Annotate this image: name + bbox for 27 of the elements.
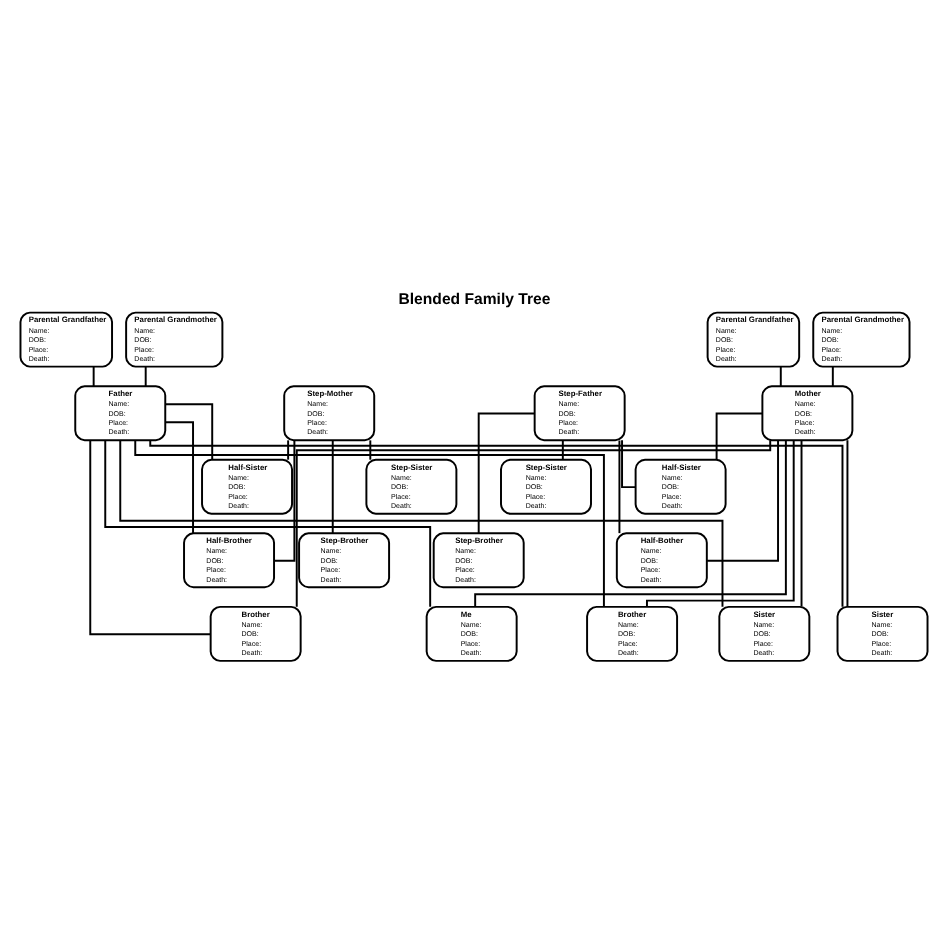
connector — [134, 438, 605, 607]
connector — [474, 438, 787, 607]
connector — [149, 438, 844, 607]
connector — [846, 438, 849, 607]
connector — [273, 438, 296, 561]
connector — [164, 420, 194, 533]
connector — [295, 438, 772, 607]
connector — [706, 438, 779, 561]
connector — [119, 438, 724, 607]
connector — [89, 438, 212, 635]
connector — [369, 438, 372, 460]
connector — [287, 438, 290, 460]
connector — [561, 438, 564, 460]
connector — [144, 364, 147, 387]
connector — [477, 411, 536, 534]
connector — [92, 364, 95, 387]
connector — [800, 438, 803, 607]
connector — [715, 411, 764, 460]
connector — [331, 438, 334, 534]
connector — [646, 438, 795, 607]
connector — [621, 438, 637, 488]
diagram-title: Blended Family Tree — [398, 289, 551, 307]
connector — [104, 438, 432, 607]
connector — [779, 364, 782, 387]
connector — [831, 364, 834, 387]
connector — [618, 438, 621, 534]
connector — [164, 402, 214, 460]
